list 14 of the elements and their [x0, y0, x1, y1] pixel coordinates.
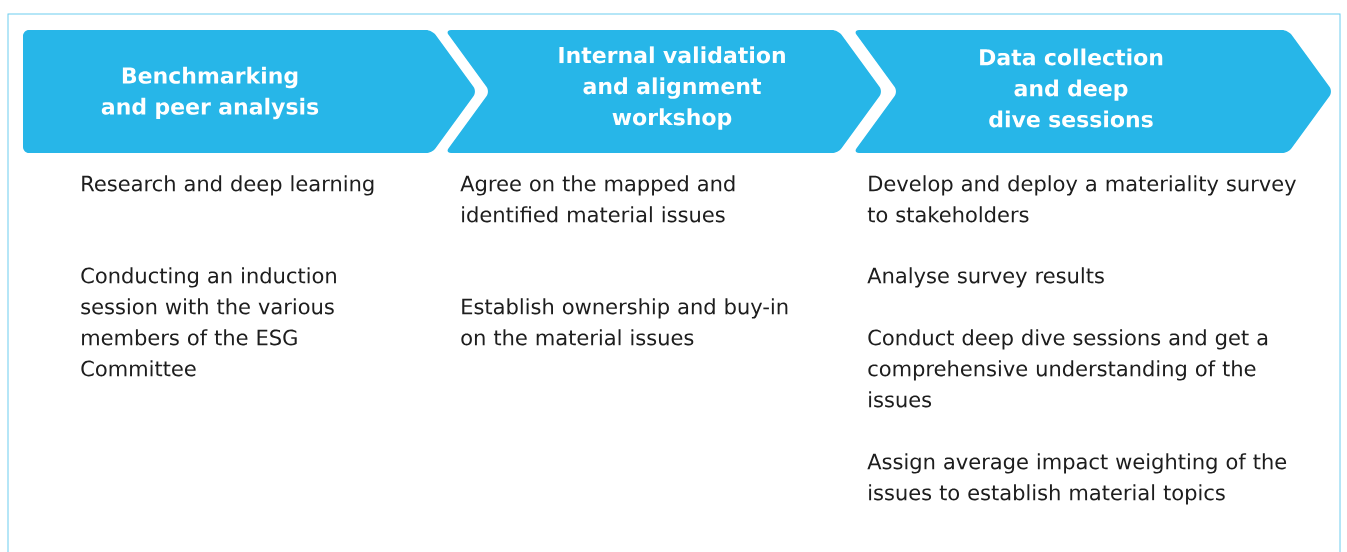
step-description: Establish ownership and buy-in on the material issues	[461, 298, 788, 346]
node-label: Internal validation and alignment workshop	[559, 46, 785, 130]
node-label: Benchmarking and peer analysis	[101, 66, 319, 120]
step-description: Conduct deep dive sessions and get a comprehensive understanding of the issues	[868, 329, 1268, 408]
step-description: Assign average impact weighting of the issues to establish material topics	[867, 453, 1287, 505]
chevron-step: Data collection and deep dive sessions	[855, 30, 1331, 153]
step-description: Research and deep learning	[82, 175, 374, 196]
step-description: Agree on the mapped and identified material issues	[460, 175, 735, 223]
node-label: Data collection and deep dive sessions	[980, 48, 1163, 128]
step-description: Conducting an induction session with the various members of the ESG Committee	[81, 267, 336, 377]
chevron-step: Internal validation and alignment workshop	[447, 30, 881, 153]
chevron-step: Benchmarking and peer analysis	[23, 30, 475, 153]
step-description: Analyse survey results	[867, 267, 1104, 288]
step-description: Develop and deploy a materiality survey to stakeholders	[867, 175, 1296, 223]
